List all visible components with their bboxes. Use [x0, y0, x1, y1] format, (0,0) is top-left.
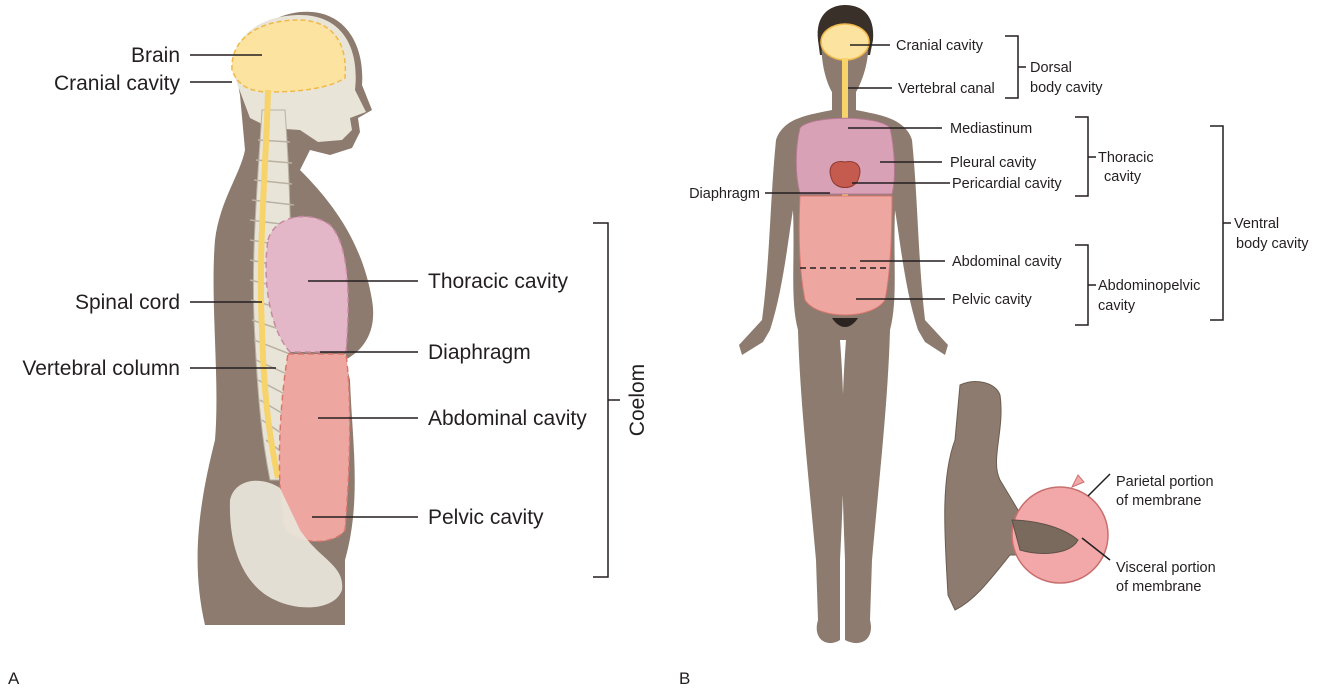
- label-cranial-cavity-b: Cranial cavity: [896, 38, 984, 54]
- label-spinal-cord: Spinal cord: [75, 291, 180, 314]
- cranial-cavity-shape: [232, 20, 345, 92]
- label-abdominal-cavity-b: Abdominal cavity: [952, 254, 1062, 270]
- coelom-bracket: [593, 223, 620, 577]
- label-parietal-line1: Parietal portion: [1116, 474, 1214, 490]
- label-cranial-cavity-a: Cranial cavity: [54, 72, 181, 95]
- panel-b-labels: Cranial cavity Vertebral canal Dorsal bo…: [679, 38, 1309, 688]
- label-diaphragm-a: Diaphragm: [428, 341, 531, 364]
- thoracic-cavity-shape: [266, 217, 348, 352]
- label-ventral-line2: body cavity: [1236, 236, 1309, 252]
- label-dorsal-line1: Dorsal: [1030, 60, 1072, 76]
- panel-letter-b: B: [679, 669, 690, 688]
- label-thoracic-cavity-a: Thoracic cavity: [428, 270, 569, 293]
- cranial-cavity-b-shape: [821, 24, 869, 60]
- label-pleural-cavity: Pleural cavity: [950, 155, 1037, 171]
- label-vertebral-column: Vertebral column: [22, 357, 180, 380]
- label-pelvic-cavity-a: Pelvic cavity: [428, 506, 544, 529]
- label-parietal-line2: of membrane: [1116, 493, 1201, 509]
- label-abdominopelvic-line1: Abdominopelvic: [1098, 278, 1200, 294]
- label-thoracic-line1: Thoracic: [1098, 150, 1154, 166]
- dorsal-bracket: [1005, 36, 1026, 98]
- abdominopelvic-cavity-b-shape: [799, 196, 892, 315]
- label-dorsal-line2: body cavity: [1030, 80, 1103, 96]
- balloon-knot: [1072, 475, 1084, 487]
- label-coelom: Coelom: [626, 364, 649, 436]
- fist-shape: [945, 382, 1038, 610]
- ventral-bracket: [1210, 126, 1231, 320]
- label-thoracic-line2: cavity: [1104, 169, 1142, 185]
- label-pericardial-cavity: Pericardial cavity: [952, 176, 1062, 192]
- label-pelvic-cavity-b: Pelvic cavity: [952, 292, 1033, 308]
- label-vertebral-canal: Vertebral canal: [898, 81, 995, 97]
- label-mediastinum: Mediastinum: [950, 121, 1032, 137]
- thoracic-bracket: [1075, 117, 1096, 196]
- membrane-balloon-illustration: [945, 382, 1108, 610]
- label-visceral-line1: Visceral portion: [1116, 560, 1216, 576]
- panel-letter-a: A: [8, 669, 20, 688]
- label-visceral-line2: of membrane: [1116, 579, 1201, 595]
- abdominopelvic-bracket: [1075, 245, 1096, 325]
- label-abdominopelvic-line2: cavity: [1098, 298, 1136, 314]
- label-brain: Brain: [131, 44, 180, 67]
- label-abdominal-cavity-a: Abdominal cavity: [428, 407, 587, 430]
- panel-b-figure: [739, 5, 948, 643]
- label-diaphragm-b: Diaphragm: [689, 186, 760, 202]
- panel-a-figure: [198, 12, 620, 625]
- label-ventral-line1: Ventral: [1234, 216, 1279, 232]
